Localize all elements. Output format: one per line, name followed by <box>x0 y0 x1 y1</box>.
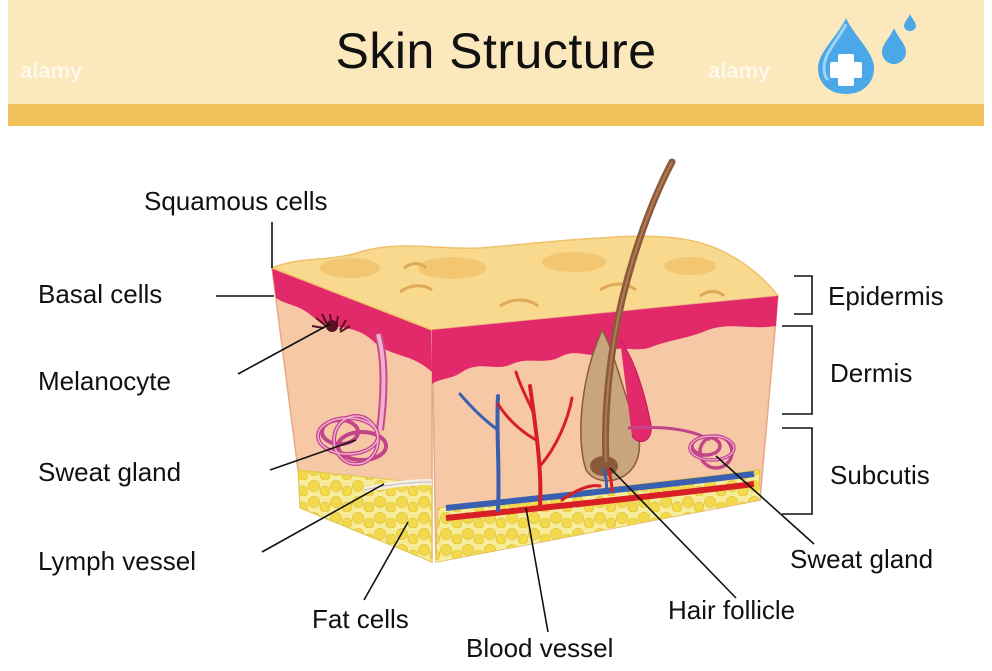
label-squamous-cells: Squamous cells <box>144 186 328 217</box>
label-hair-follicle: Hair follicle <box>668 595 795 626</box>
label-blood-vessel: Blood vessel <box>466 633 613 664</box>
label-fat-cells: Fat cells <box>312 604 409 635</box>
label-dermis: Dermis <box>830 358 912 389</box>
svg-text:alamy: alamy <box>708 58 771 83</box>
label-epidermis: Epidermis <box>828 281 944 312</box>
label-sweat-gland-right: Sweat gland <box>790 544 933 575</box>
label-melanocyte: Melanocyte <box>38 366 171 397</box>
front-face <box>432 162 778 562</box>
label-lymph-vessel: Lymph vessel <box>38 546 196 577</box>
label-subcutis: Subcutis <box>830 460 930 491</box>
label-basal-cells: Basal cells <box>38 279 162 310</box>
layer-brackets <box>782 276 812 514</box>
svg-text:alamy: alamy <box>20 58 83 83</box>
label-sweat-gland-left: Sweat gland <box>38 457 181 488</box>
